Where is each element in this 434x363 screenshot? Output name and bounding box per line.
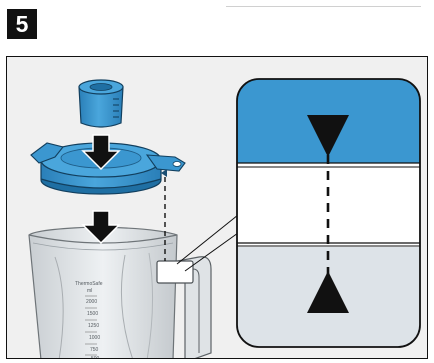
scale-brand: ThermoSafe	[75, 281, 103, 287]
assembly-illustration: ThermoSafe ml 2000 1500 1250 1000 750 50…	[6, 56, 428, 359]
scale-unit: ml	[87, 288, 92, 294]
callout-connector	[176, 214, 239, 265]
scale-mark: 500	[91, 356, 100, 359]
scale-mark: 750	[90, 347, 99, 353]
top-divider	[226, 6, 421, 7]
down-arrow-icon	[81, 210, 121, 245]
scale-mark: 1250	[88, 323, 99, 329]
triangle-down-icon	[307, 115, 349, 157]
scale-mark: 2000	[86, 299, 97, 305]
callout-connector	[184, 232, 239, 272]
scale-mark: 1000	[89, 335, 100, 341]
jug-scale: ThermoSafe ml 2000 1500 1250 1000 750 50…	[75, 281, 103, 359]
triangle-up-icon	[307, 271, 349, 313]
measuring-cup	[78, 79, 124, 128]
zoom-callout	[236, 78, 421, 348]
down-arrow-icon	[81, 134, 121, 171]
step-number-badge: 5	[7, 9, 37, 39]
scale-mark: 1500	[87, 311, 98, 317]
illustration-canvas: ThermoSafe ml 2000 1500 1250 1000 750 50…	[28, 78, 421, 359]
blender-jug	[28, 226, 212, 358]
